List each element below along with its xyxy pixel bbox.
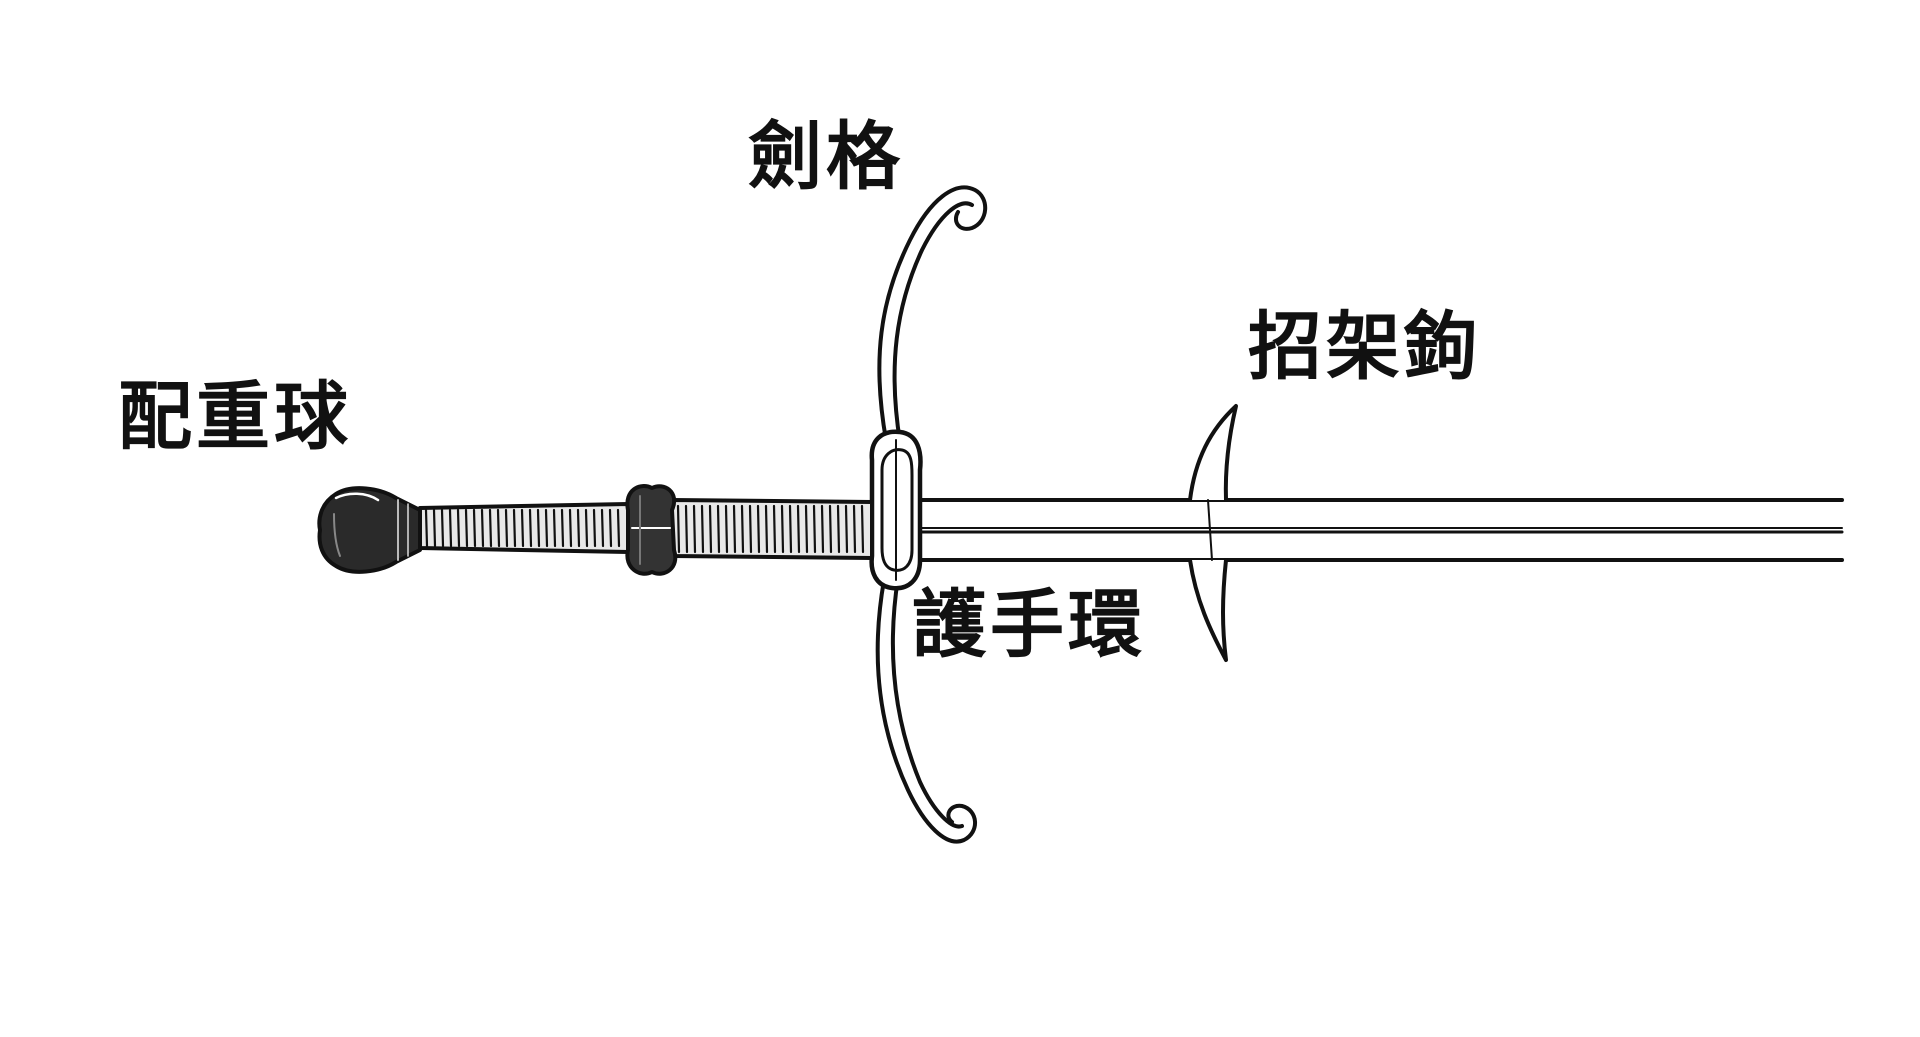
grip-wrap-line (732, 504, 737, 554)
grip-wrap-line (512, 508, 517, 548)
grip-wrap-line (804, 504, 809, 554)
grip-wrap-line (576, 508, 581, 548)
grip-wrap-line (608, 508, 613, 548)
grip-wrap-line (676, 504, 681, 554)
grip-wrap-line (684, 504, 689, 554)
grip-wrap-line (852, 504, 857, 554)
grip-wrap-line (692, 504, 697, 554)
grip-wrap-line (780, 504, 785, 554)
grip-wrap-line (432, 508, 437, 548)
grip-wrap-line (836, 504, 841, 554)
grip-wrap-line (488, 508, 493, 548)
grip-wrap-line (820, 504, 825, 554)
grip-wrap-line (788, 504, 793, 554)
grip-collar (625, 484, 678, 576)
grip-wrap-line (520, 508, 525, 548)
grip-wrap-line (592, 508, 597, 548)
grip-wrap-line (496, 508, 501, 548)
grip-wrap-line (568, 508, 573, 548)
grip-wrap-line (528, 508, 533, 548)
grip-wrap-line (828, 504, 833, 554)
grip-wrap-line (812, 504, 817, 554)
grip-wrap-line (424, 508, 429, 548)
grip-wire-wrap (424, 504, 865, 554)
grip-wrap-line (440, 508, 445, 548)
grip-wrap-line (472, 508, 477, 548)
grip-wrap-line (552, 508, 557, 548)
grip-wrap-line (796, 504, 801, 554)
label-pommel: 配重球 (118, 374, 352, 460)
grip-wrap-line (584, 508, 589, 548)
grip-wrap-line (740, 504, 745, 554)
finger-ring (869, 429, 923, 591)
grip-wrap-line (860, 504, 865, 554)
grip-wrap-line (504, 508, 509, 548)
grip-wrap-line (456, 508, 461, 548)
grip-wrap-line (716, 504, 721, 554)
grip-wrap-line (748, 504, 753, 554)
grip-wrap-line (448, 508, 453, 548)
blade (918, 498, 1844, 562)
grip-wrap-line (724, 504, 729, 554)
grip-wrap-line (772, 504, 777, 554)
grip-wrap-line (536, 508, 541, 548)
label-finger-ring: 護手環 (912, 582, 1146, 668)
grip-wrap-line (560, 508, 565, 548)
grip-wrap-line (616, 508, 621, 548)
pommel (317, 486, 422, 574)
grip-wrap-line (844, 504, 849, 554)
crossguard (875, 185, 988, 844)
grip-wrap-line (544, 508, 549, 548)
label-parrying-hook: 招架鉤 (1248, 304, 1482, 390)
grip-wrap-line (708, 504, 713, 554)
grip-wrap-line (464, 508, 469, 548)
parrying-hook (1188, 404, 1238, 662)
grip-wrap-line (756, 504, 761, 554)
label-crossguard: 劍格 (748, 114, 904, 200)
grip-wrap-line (764, 504, 769, 554)
grip-wrap-line (480, 508, 485, 548)
grip-wrap-line (600, 508, 605, 548)
grip-wrap-line (700, 504, 705, 554)
